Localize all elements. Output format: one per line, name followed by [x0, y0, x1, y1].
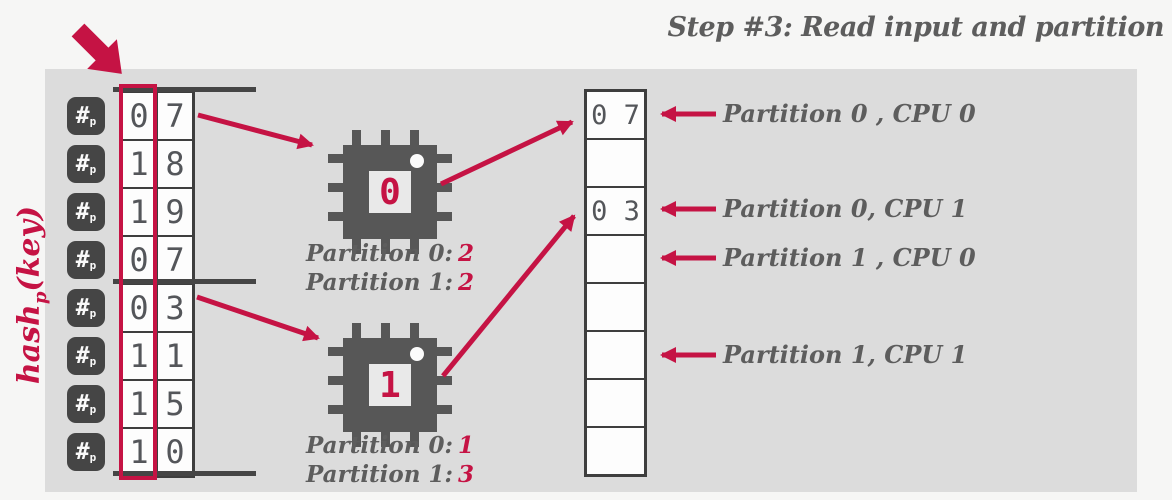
hash-badge: #p — [67, 385, 105, 423]
group-rule-middle — [113, 279, 256, 284]
input-cell: 7 — [157, 92, 193, 140]
input-cell: 9 — [157, 188, 193, 236]
input-cell: 1 — [121, 188, 157, 236]
hash-label-rest: (key) — [12, 205, 47, 292]
output-cell: 0 3 — [586, 187, 645, 235]
output-cell — [586, 427, 645, 475]
input-cell: 8 — [157, 140, 193, 188]
group-rule-bottom — [113, 471, 256, 476]
hash-badge: #p — [67, 337, 105, 375]
cpu-1-partition-counts: Partition 0:1 Partition 1:3 — [295, 431, 485, 489]
partition-key-highlight — [119, 84, 157, 480]
caption-line: Partition 1:3 — [306, 461, 474, 488]
cpu-1-digit: 1 — [379, 364, 401, 406]
input-cell: 0 — [121, 92, 157, 140]
caption-line: Partition 1:2 — [306, 269, 474, 296]
output-cell — [586, 283, 645, 331]
pointer-label-partition1-cpu0: Partition 1 , CPU 0 — [723, 243, 976, 272]
chip-dot — [410, 347, 424, 361]
hash-label-sub: p — [30, 291, 51, 305]
hash-badge: #p — [67, 193, 105, 231]
chip-dot — [410, 154, 424, 168]
cpu-0-digit: 0 — [379, 171, 401, 213]
cpu-1-chip-icon: 1 — [328, 323, 452, 447]
hash-badge: #p — [67, 145, 105, 183]
cpu-0-chip-icon: 0 — [328, 130, 452, 254]
hash-badge: #p — [67, 433, 105, 471]
hash-badge: #p — [67, 241, 105, 279]
input-cell: 1 — [157, 332, 193, 380]
caption-line: Partition 0:1 — [306, 432, 474, 459]
hash-badge: #p — [67, 97, 105, 135]
hash-label-base: hash — [12, 304, 47, 385]
input-cell: 3 — [157, 284, 193, 332]
output-buffer-column: 0 7 0 3 — [584, 89, 647, 477]
pointer-label-partition1-cpu1: Partition 1, CPU 1 — [723, 340, 968, 369]
group-rule-top — [113, 87, 256, 92]
step-title: Step #3: Read input and partition — [667, 12, 1165, 43]
output-cell — [586, 331, 645, 379]
output-cell — [586, 139, 645, 187]
hash-function-label: hashp(key) — [10, 200, 51, 390]
cpu-0-partition-counts: Partition 0:2 Partition 1:2 — [295, 239, 485, 297]
output-cell — [586, 379, 645, 427]
output-cell: 0 7 — [586, 91, 645, 139]
input-cell: 0 — [121, 284, 157, 332]
caption-line: Partition 0:2 — [306, 240, 474, 267]
input-cell: 5 — [157, 380, 193, 428]
hash-badge: #p — [67, 289, 105, 327]
input-cell: 0 — [157, 428, 193, 476]
input-cell: 1 — [121, 332, 157, 380]
pointer-label-partition0-cpu0: Partition 0 , CPU 0 — [723, 99, 976, 128]
pointer-label-partition0-cpu1: Partition 0, CPU 1 — [723, 194, 968, 223]
input-cell: 7 — [157, 236, 193, 284]
output-cell — [586, 235, 645, 283]
